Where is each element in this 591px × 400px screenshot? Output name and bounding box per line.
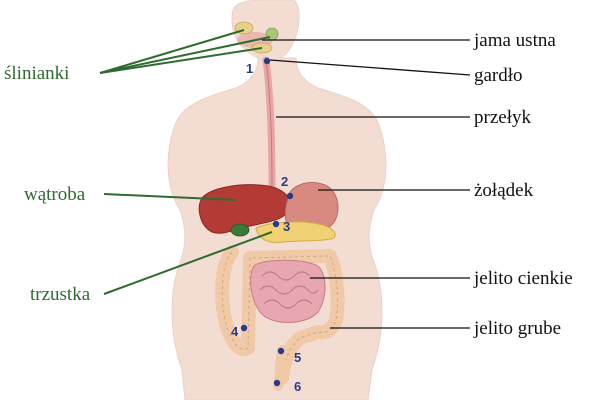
label-esophagus: przełyk bbox=[474, 107, 531, 128]
marker-dot-3 bbox=[273, 221, 279, 227]
label-stomach: żołądek bbox=[474, 180, 534, 201]
marker-dot-5 bbox=[278, 348, 284, 354]
label-salivary-glands: ślinianki bbox=[4, 63, 69, 84]
pointer-line-salivary-3 bbox=[100, 37, 270, 73]
marker-dot-2 bbox=[287, 193, 293, 199]
small-intestine-organ bbox=[251, 260, 325, 322]
label-large-intestine: jelito grube bbox=[473, 318, 561, 339]
label-small-intestine: jelito cienkie bbox=[473, 268, 573, 289]
pointer-line-salivary-2 bbox=[100, 48, 262, 73]
label-throat: gardło bbox=[474, 65, 523, 86]
pointer-line-salivary-1 bbox=[100, 30, 244, 73]
marker-number-6: 6 bbox=[294, 379, 301, 394]
marker-number-3: 3 bbox=[283, 219, 290, 234]
label-mouth: jama ustna bbox=[473, 30, 556, 51]
marker-number-1: 1 bbox=[246, 61, 253, 76]
marker-dot-4 bbox=[241, 325, 247, 331]
marker-dot-1 bbox=[264, 58, 270, 64]
label-pancreas: trzustka bbox=[30, 284, 91, 305]
marker-number-5: 5 bbox=[294, 350, 301, 365]
marker-dot-6 bbox=[274, 380, 280, 386]
marker-number-2: 2 bbox=[281, 174, 288, 189]
pancreas-organ bbox=[256, 222, 335, 243]
label-liver: wątroba bbox=[24, 184, 86, 205]
marker-number-4: 4 bbox=[231, 324, 239, 339]
gallbladder-organ bbox=[231, 224, 249, 236]
